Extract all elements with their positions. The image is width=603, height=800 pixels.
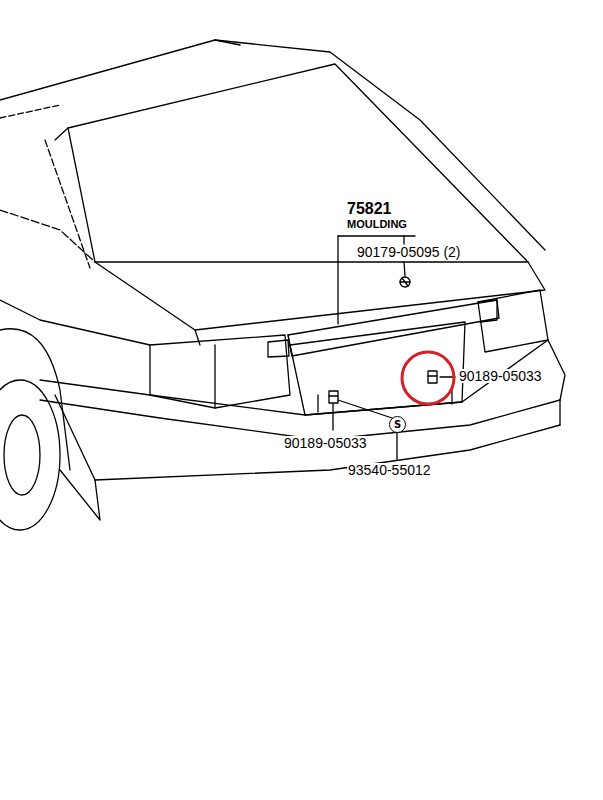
part-number: 90189-05033 [283, 436, 368, 450]
part-number: 90179-05095 (2) [356, 245, 462, 259]
symbol-circle: S [389, 416, 406, 433]
symbol-letter: S [394, 420, 401, 430]
part-name: 75821 [346, 201, 393, 217]
part-name: MOULDING [346, 219, 408, 230]
part-number: 93540-55012 [347, 463, 432, 477]
part-number: 90189-05033 [458, 369, 543, 383]
